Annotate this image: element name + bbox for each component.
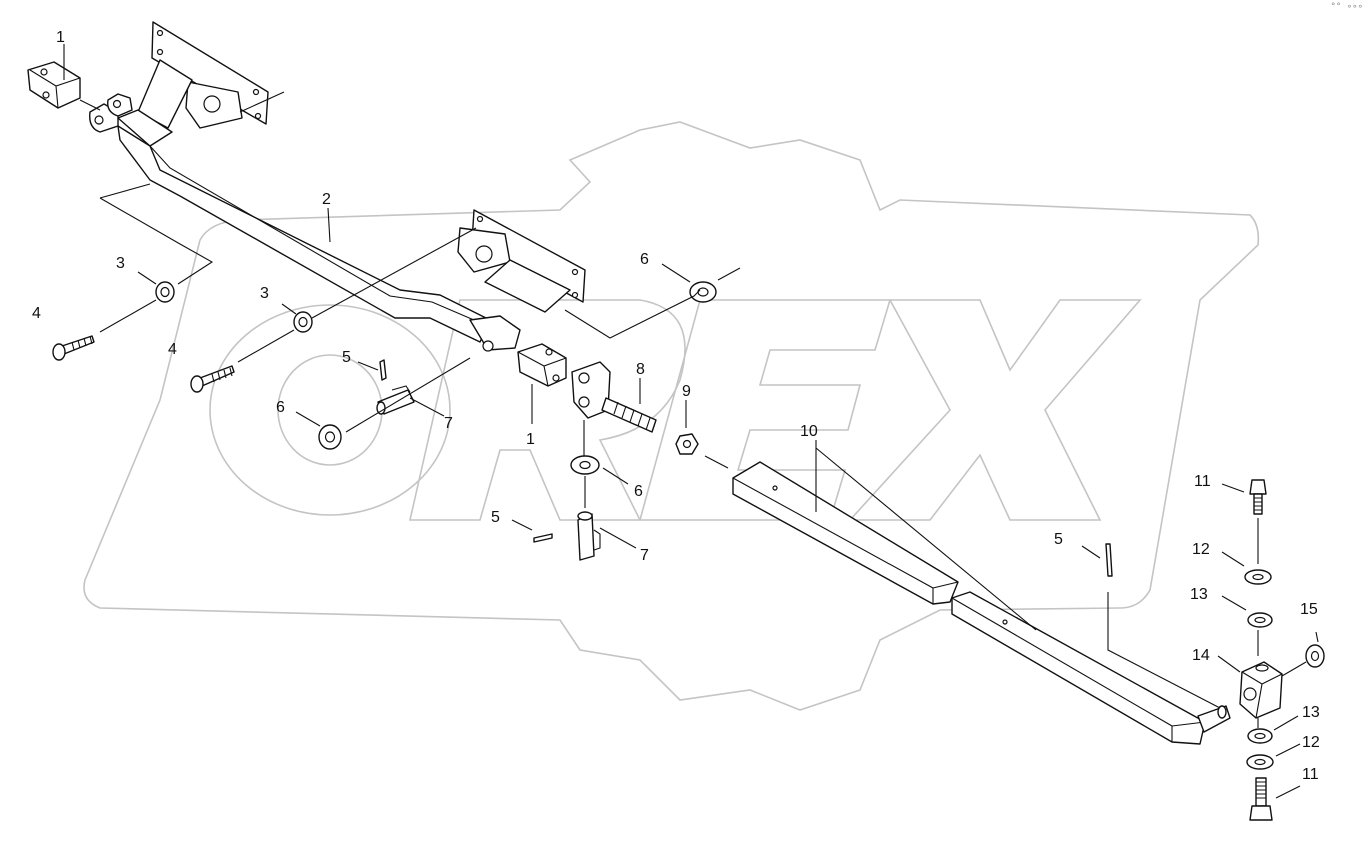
callout-1-upper: 1 (56, 29, 65, 46)
watermark-gear-outline (83, 121, 1260, 711)
callout-7-left: 7 (444, 415, 453, 432)
main-beam (117, 125, 491, 343)
front-strut (484, 259, 571, 313)
callout-4-left: 4 (32, 305, 41, 322)
part-5-cotter-pin-left (379, 359, 387, 381)
part-6-washer-bottom (570, 455, 600, 475)
part-8-threaded-rod (601, 397, 657, 433)
part-7-pin-lower (577, 511, 601, 561)
part-3-washer-b (293, 311, 313, 333)
beam-left-end (117, 109, 173, 147)
callout-5-right: 5 (1054, 531, 1063, 548)
callout-labels: 1 1 2 3 3 4 4 5 5 5 6 6 6 7 7 8 9 10 11 … (32, 29, 1320, 783)
part-3-washer-a (155, 281, 175, 303)
watermark-letter-r (408, 299, 686, 521)
watermark-letter-o (209, 304, 451, 516)
part-4-bolt-a (52, 335, 95, 361)
watermark-letter-x (848, 299, 1142, 521)
part-13-washer-top (1247, 612, 1273, 628)
part-5-cotter-pin-right (1105, 543, 1113, 577)
watermark-logo (83, 121, 1260, 711)
callout-12-top: 12 (1192, 541, 1210, 558)
callout-1-middle: 1 (526, 431, 535, 448)
callout-6-bottom: 6 (634, 483, 643, 500)
callout-5-middle: 5 (491, 509, 500, 526)
part-1-block-middle (517, 343, 567, 387)
part-4-bolt-b (190, 365, 235, 393)
part-6-washer-top (689, 281, 717, 303)
callout-3-middle: 3 (260, 285, 269, 302)
callout-7-lower: 7 (640, 547, 649, 564)
part-10-inner-tube (951, 591, 1231, 745)
callout-5-left: 5 (342, 349, 351, 366)
callout-13-bottom: 13 (1302, 704, 1320, 721)
callout-3-left: 3 (116, 255, 125, 272)
callout-11-top: 11 (1194, 473, 1211, 490)
part-15-washer (1305, 644, 1325, 668)
part-13-washer-bottom (1247, 728, 1273, 744)
main-frame-assembly (89, 21, 586, 352)
part-6-washer-left (318, 424, 342, 450)
beam-front-bracket (469, 315, 521, 351)
callout-8: 8 (636, 361, 645, 378)
rear-strut (137, 59, 193, 129)
callout-14: 14 (1192, 647, 1210, 664)
callout-6-left: 6 (276, 399, 285, 416)
callout-6-top: 6 (640, 251, 649, 268)
callout-15: 15 (1300, 601, 1318, 618)
callout-4-middle: 4 (168, 341, 177, 358)
part-12-washer-bottom (1246, 754, 1274, 770)
part-12-washer-top (1244, 569, 1272, 585)
corner-mark: °° ∘∘∘ (1330, 2, 1363, 12)
callout-2: 2 (322, 191, 331, 208)
part-1-block-upper (27, 61, 81, 109)
callout-10: 10 (800, 423, 818, 440)
part-11-bolt-top (1249, 479, 1267, 515)
callout-11-bottom: 11 (1302, 766, 1319, 783)
part-10-outer-tube (732, 461, 959, 605)
callout-9: 9 (682, 383, 691, 400)
leader-lines (63, 44, 1319, 799)
part-9-nut (675, 433, 699, 455)
part-5-cotter-pin-middle (533, 533, 553, 543)
callout-12-bottom: 12 (1302, 734, 1320, 751)
part-14-swivel-block (1239, 661, 1283, 719)
callout-13-top: 13 (1190, 586, 1208, 603)
part-11-bolt-bottom (1249, 777, 1273, 821)
